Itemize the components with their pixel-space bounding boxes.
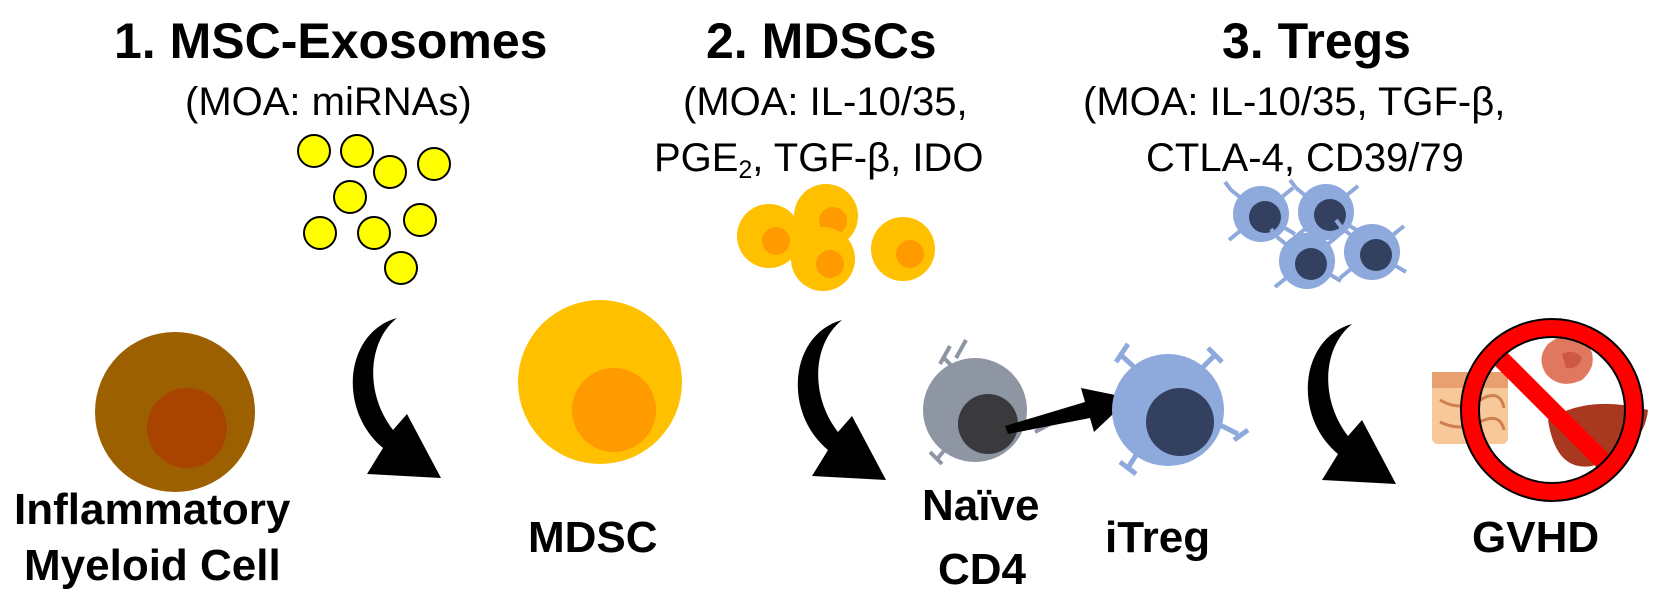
naive-cd4-cell xyxy=(923,339,1051,466)
mdsc-cluster xyxy=(737,184,935,291)
treg-cluster xyxy=(1223,178,1408,291)
mdsc-label: MDSC xyxy=(528,513,658,562)
naive-label-line2: CD4 xyxy=(938,545,1027,594)
exosome-cluster xyxy=(297,134,451,285)
inflammatory-myeloid-cell xyxy=(95,332,255,492)
curved-arrow-2 xyxy=(797,320,886,480)
curved-arrow-1 xyxy=(352,318,441,478)
step-2-moa-line1: (MOA: IL-10/35, xyxy=(683,80,968,124)
step-3-moa-line1: (MOA: IL-10/35, TGF-β, xyxy=(1083,80,1506,124)
itreg-label: iTreg xyxy=(1105,513,1211,562)
step-1-moa: (MOA: miRNAs) xyxy=(185,80,472,124)
inflammatory-label-line2: Myeloid Cell xyxy=(24,541,281,590)
inflammatory-label-line1: Inflammatory xyxy=(14,485,291,534)
step-2-moa-line2: PGE2, TGF-β, IDO xyxy=(654,136,984,184)
naive-label-line1: Naïve xyxy=(922,481,1040,530)
straight-arrow xyxy=(1005,388,1130,434)
step-3-title: 3. Tregs xyxy=(1222,13,1411,69)
step-3-moa-line2: CTLA-4, CD39/79 xyxy=(1146,136,1464,180)
step-1-title: 1. MSC-Exosomes xyxy=(114,13,548,69)
mdsc-cell xyxy=(518,300,682,464)
curved-arrow-3 xyxy=(1307,324,1396,484)
itreg-cell xyxy=(1112,342,1250,476)
prohibition-icon xyxy=(1460,318,1644,502)
gvhd-label: GVHD xyxy=(1472,513,1600,562)
step-2-title: 2. MDSCs xyxy=(706,13,937,69)
